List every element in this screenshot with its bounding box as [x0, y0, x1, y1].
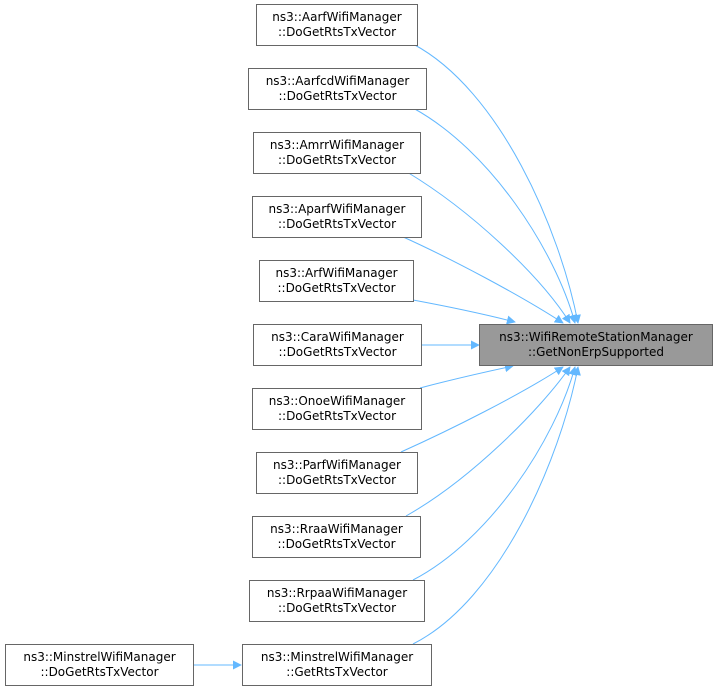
target-node-line1: ns3::WifiRemoteStationManager [499, 330, 693, 344]
caller-node-cara[interactable]: ns3::CaraWifiManager ::DoGetRtsTxVector [253, 324, 422, 366]
caller-node-line1: ns3::MinstrelWifiManager [260, 650, 414, 664]
caller-node-line1: ns3::MinstrelWifiManager [23, 650, 176, 664]
edge-aparf [400, 235, 564, 324]
edge-onoe [419, 363, 514, 389]
caller-node-line1: ns3::ParfWifiManager [273, 458, 401, 472]
edge-aarfcd [412, 107, 578, 324]
edge-aarf [412, 43, 581, 324]
edge-arf [412, 299, 516, 325]
caller-node-line2: ::DoGetRtsTxVector [277, 473, 397, 487]
caller-node-minstrel-gettx[interactable]: ns3::MinstrelWifiManager ::GetRtsTxVecto… [242, 644, 432, 686]
caller-node-aarf[interactable]: ns3::AarfWifiManager ::DoGetRtsTxVector [256, 4, 418, 46]
caller-node-amrr[interactable]: ns3::AmrrWifiManager ::DoGetRtsTxVector [253, 132, 421, 174]
caller-node-line2: ::DoGetRtsTxVector [277, 25, 397, 39]
caller-node-line2: ::DoGetRtsTxVector [277, 601, 397, 615]
caller-node-line1: ns3::AarfcdWifiManager [265, 74, 410, 88]
caller-node-onoe[interactable]: ns3::OnoeWifiManager ::DoGetRtsTxVector [252, 388, 422, 430]
caller-node-line1: ns3::CaraWifiManager [271, 330, 404, 344]
caller-node-line2: ::DoGetRtsTxVector [277, 281, 396, 295]
caller-node-line1: ns3::AarfWifiManager [272, 10, 402, 24]
caller-node-line2: ::DoGetRtsTxVector [40, 665, 159, 679]
caller-node-arf[interactable]: ns3::ArfWifiManager ::DoGetRtsTxVector [259, 260, 414, 302]
caller-node-line2: ::DoGetRtsTxVector [277, 537, 396, 551]
edge-parf [400, 366, 564, 453]
edge-rraa [405, 366, 571, 517]
caller-node-line1: ns3::RrpaaWifiManager [266, 586, 408, 600]
caller-node-parf[interactable]: ns3::ParfWifiManager ::DoGetRtsTxVector [256, 452, 418, 494]
caller-node-line1: ns3::RraaWifiManager [270, 522, 403, 536]
caller-node-line2: ::DoGetRtsTxVector [278, 89, 397, 103]
caller-node-line1: ns3::OnoeWifiManager [268, 394, 406, 408]
edge-rrpaa [412, 366, 578, 581]
caller-node-line2: ::DoGetRtsTxVector [277, 217, 397, 231]
target-node[interactable]: ns3::WifiRemoteStationManager ::GetNonEr… [479, 324, 713, 366]
caller-node-rraa[interactable]: ns3::RraaWifiManager ::DoGetRtsTxVector [252, 516, 421, 558]
caller-node-minstrel-dogettx[interactable]: ns3::MinstrelWifiManager ::DoGetRtsTxVec… [5, 644, 194, 686]
caller-node-line1: ns3::AparfWifiManager [268, 202, 406, 216]
target-node-line2: ::GetNonErpSupported [528, 345, 664, 359]
caller-node-line2: ::DoGetRtsTxVector [278, 345, 397, 359]
caller-node-line1: ns3::ArfWifiManager [275, 266, 398, 280]
edge-minstrel-gettx [412, 366, 581, 645]
caller-node-aparf[interactable]: ns3::AparfWifiManager ::DoGetRtsTxVector [252, 196, 422, 238]
edge-amrr [406, 171, 571, 324]
caller-node-line2: ::DoGetRtsTxVector [277, 409, 397, 423]
caller-node-aarfcd[interactable]: ns3::AarfcdWifiManager ::DoGetRtsTxVecto… [248, 68, 427, 110]
caller-node-rrpaa[interactable]: ns3::RrpaaWifiManager ::DoGetRtsTxVector [249, 580, 425, 622]
caller-node-line1: ns3::AmrrWifiManager [269, 138, 405, 152]
caller-node-line2: ::DoGetRtsTxVector [277, 153, 397, 167]
caller-node-line2: ::GetRtsTxVector [286, 665, 388, 679]
